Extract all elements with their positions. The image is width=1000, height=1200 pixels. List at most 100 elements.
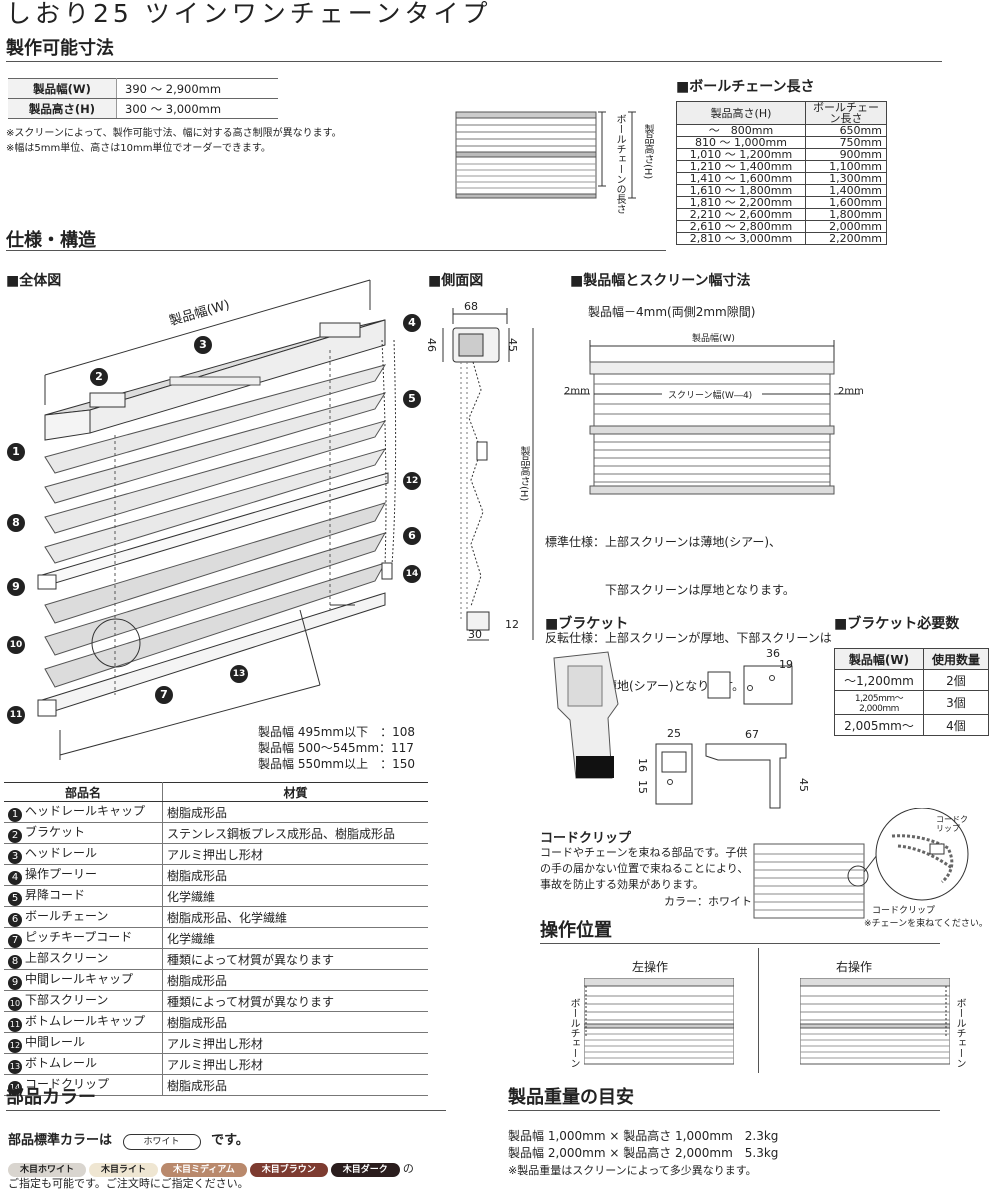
column-header: 使用数量	[923, 648, 989, 670]
side-view-diagram	[442, 308, 534, 641]
weight-title: 製品重量の目安	[508, 1087, 634, 1108]
right-chain-label: ボールチェーン	[954, 998, 965, 1068]
callout-2: 2	[90, 368, 108, 386]
part-name: 中間レールキャップ	[25, 972, 134, 986]
part-name: 上部スクリーン	[25, 951, 109, 965]
overall-diagram	[37, 279, 397, 760]
divider	[6, 61, 942, 62]
part-number-badge: 4	[8, 871, 22, 885]
chain-length-cell: 1,400mm	[805, 184, 887, 197]
height-cell: ～ 800mm	[676, 124, 806, 137]
cord-clip-title: コードクリップ	[540, 831, 632, 846]
height-cell: 810 ～ 1,000mm	[676, 136, 806, 149]
color-options: 木目ホワイト木目ライト木目ミディアム木目ブラウン木目ダークの	[8, 1157, 414, 1177]
weight-row: 製品幅 1,000mm × 製品高さ 1,000mm 2.3kg	[508, 1129, 779, 1143]
bracket-dim-36: 36	[766, 647, 780, 660]
part-number-badge: 5	[8, 892, 22, 906]
operation-right-label: 右操作	[836, 960, 873, 974]
part-name: ピッチキープコード	[25, 930, 133, 944]
cell: ～1,200mm	[834, 669, 924, 691]
column-header: ボールチェーン長さ	[805, 101, 887, 125]
part-name: ボトムレールキャップ	[25, 1014, 146, 1028]
product-width-label: 製品幅(W)	[692, 334, 735, 344]
part-material-cell: 樹脂成形品	[162, 969, 428, 991]
divider	[508, 1110, 940, 1111]
side-dim-30: 30	[468, 628, 482, 641]
table-row: 製品高さ(H)300 ～ 3,000mm	[8, 98, 278, 119]
bracket-req-title: ■ブラケット必要数	[834, 616, 960, 632]
cord-clip-zoom-label: コードクリップ	[936, 815, 968, 833]
bracket-title: ■ブラケット	[545, 616, 629, 632]
right-operation-diagram	[800, 978, 950, 1065]
part-material-cell: 樹脂成形品	[162, 1011, 428, 1033]
part-name: ボトムレール	[25, 1056, 98, 1070]
chain-length-cell: 1,100mm	[805, 160, 887, 173]
part-name: ヘッドレール	[25, 846, 98, 860]
callout-12: 12	[403, 472, 421, 490]
weight-rows: 製品幅 1,000mm × 製品高さ 1,000mm 2.3kg 製品幅 2,0…	[508, 1128, 778, 1179]
bottom-rail-cap	[37, 699, 57, 717]
height-cell: 2,610 ～ 2,800mm	[676, 220, 806, 233]
gap-right-label: 2mm	[838, 386, 864, 397]
callout-11: 11	[7, 706, 25, 724]
part-material-cell: 種類によって材質が異なります	[162, 990, 428, 1012]
part-name: 操作プーリー	[25, 867, 98, 881]
side-dim-12: 12	[505, 618, 519, 631]
side-view-title: ■側面図	[428, 273, 484, 289]
dim-line: 製品幅 500～545mm：117	[258, 741, 414, 755]
part-name: 下部スクリーン	[25, 993, 109, 1007]
screen-width-label: スクリーン幅(W―4)	[668, 388, 753, 401]
dim-line: 製品幅 550mm以上 ：150	[258, 757, 416, 771]
callout-6: 6	[403, 527, 421, 545]
ball-chain	[381, 339, 397, 566]
part-number-badge: 12	[8, 1039, 22, 1053]
standard-color-badge: ホワイト	[122, 1134, 201, 1150]
part-number-badge: 1	[8, 808, 22, 822]
chain-length-diagram	[455, 111, 636, 199]
note-line: 反転仕様：上部スクリーンが厚地、下部スクリーンは	[545, 631, 832, 645]
rail-height-dims: 製品幅 495mm以下 ：108 製品幅 500～545mm：117 製品幅 5…	[258, 724, 415, 772]
column-header: 部品名	[4, 782, 163, 802]
part-number-badge: 6	[8, 913, 22, 927]
desc-line: の手の届かない位置で束ねることにより、	[540, 862, 749, 875]
cord-clip	[381, 562, 393, 580]
color-note: ご指定も可能です。ご注文時にご指定ください。	[8, 1177, 249, 1190]
spec-value: 390 ～ 2,900mm	[116, 78, 278, 99]
cord-clip-color: カラー：ホワイト	[664, 895, 752, 908]
column-header: 製品高さ(H)	[676, 101, 806, 125]
size-notes: ※スクリーンによって、製作可能寸法、幅に対する高さ制限が異なります。 ※幅は5m…	[6, 126, 342, 156]
column-header: 材質	[162, 782, 428, 802]
bracket-dim-25: 25	[667, 727, 681, 740]
height-cell: 2,810 ～ 3,000mm	[676, 232, 806, 245]
middle-rail-cap	[37, 574, 57, 590]
operation-divider	[758, 948, 759, 1073]
part-material-cell: 種類によって材質が異なります	[162, 948, 428, 970]
part-material-cell: 樹脂成形品	[162, 864, 428, 886]
height-cell: 1,210 ～ 1,400mm	[676, 160, 806, 173]
part-name: 昇降コード	[25, 888, 86, 902]
page-title: しおり25 ツインワンチェーンタイプ	[6, 0, 492, 28]
callout-1: 1	[7, 443, 25, 461]
divider	[6, 1110, 446, 1111]
section-title-spec: 仕様・構造	[6, 230, 96, 251]
chain-length-label: ボールチェーンの長さ	[614, 114, 625, 214]
part-material-cell: アルミ押出し形材	[162, 1032, 428, 1054]
color-option-pill: 木目ミディアム	[161, 1163, 247, 1177]
divider	[540, 943, 940, 944]
